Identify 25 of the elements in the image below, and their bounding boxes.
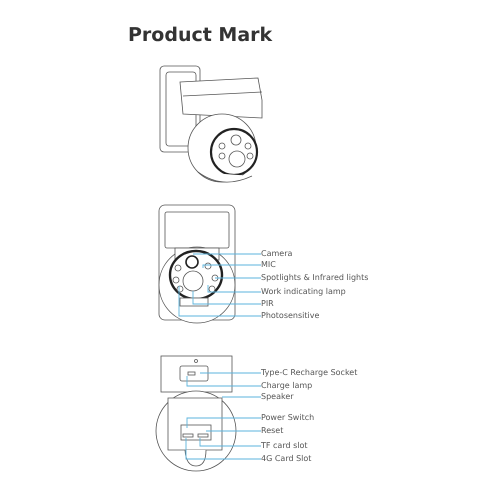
callout-label: Speaker bbox=[261, 392, 294, 402]
leader-line bbox=[208, 284, 262, 292]
callout-label: Work indicating lamp bbox=[261, 287, 346, 297]
callout-label: Reset bbox=[261, 426, 284, 436]
leader-line bbox=[222, 396, 262, 398]
callout-label: MIC bbox=[261, 260, 276, 270]
callout-label: Photosensitive bbox=[261, 311, 320, 321]
callout-label: Spotlights & Infrared lights bbox=[261, 273, 368, 283]
leader-line bbox=[200, 372, 262, 374]
callout-label: TF card slot bbox=[261, 441, 308, 451]
callout-label: 4G Card Slot bbox=[261, 454, 312, 464]
callout-label: Charge lamp bbox=[261, 381, 312, 391]
leader-line bbox=[192, 290, 262, 304]
callout-label: PIR bbox=[261, 299, 274, 309]
callout-label: Power Switch bbox=[261, 413, 314, 423]
leader-line bbox=[186, 418, 262, 428]
leader-line bbox=[186, 438, 262, 460]
leader-line bbox=[178, 286, 262, 316]
leader-line bbox=[202, 264, 262, 268]
callout-label: Type-C Recharge Socket bbox=[261, 368, 358, 378]
callout-label: Camera bbox=[261, 249, 292, 259]
leader-line bbox=[200, 438, 262, 446]
leader-line bbox=[206, 430, 262, 432]
heading: Product Mark bbox=[128, 24, 272, 46]
leader-line bbox=[186, 376, 262, 386]
